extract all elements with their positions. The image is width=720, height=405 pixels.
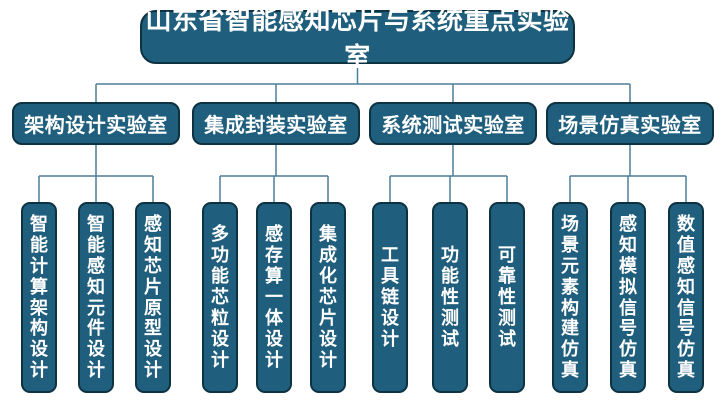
lab3-children-connector [389,145,508,202]
sub-label: 智能计算架构设计 [29,214,48,381]
sub-label: 感存算一体设计 [264,224,283,370]
sub-label: 多功能芯粒设计 [210,224,229,370]
sub-label: 数值感知信号仿真 [676,214,695,381]
lab-box-architecture-design: 架构设计实验室 [12,102,180,145]
sub-box: 功能性测试 [432,202,468,393]
sub-box: 智能计算架构设计 [21,202,57,393]
sub-box: 集成化芯片设计 [310,202,346,393]
root-lab-label: 山东省智能感知芯片与系统重点实验室 [145,5,570,72]
sub-box: 多功能芯粒设计 [202,202,238,393]
lab-label: 系统测试实验室 [381,115,525,137]
sub-box: 数值感知信号仿真 [668,202,704,393]
lab-box-scenario-simulation: 场景仿真实验室 [546,102,714,145]
lab4-children-connector [569,145,687,202]
sub-label: 智能感知元件设计 [86,214,105,381]
lab-label: 集成封装实验室 [204,115,348,137]
sub-label: 工具链设计 [380,245,399,349]
sub-box: 场景元素构建仿真 [552,202,588,393]
lab2-children-connector [219,145,329,202]
root-lab-box: 山东省智能感知芯片与系统重点实验室 [140,5,575,72]
sub-box: 感知模拟信号仿真 [610,202,646,393]
sub-box: 工具链设计 [372,202,408,393]
sub-box: 智能感知元件设计 [78,202,114,393]
lab1-children-connector [38,145,154,202]
sub-box: 感存算一体设计 [256,202,292,393]
sub-label: 集成化芯片设计 [318,224,337,370]
sub-label: 功能性测试 [440,245,459,349]
root-to-labs-connector [95,64,631,102]
sub-label: 可靠性测试 [497,245,516,349]
sub-label: 感知模拟信号仿真 [618,214,637,381]
sub-box: 感知芯片原型设计 [135,202,171,393]
sub-label: 场景元素构建仿真 [560,214,579,381]
lab-label: 场景仿真实验室 [558,115,702,137]
sub-box: 可靠性测试 [489,202,525,393]
lab-box-integration-packaging: 集成封装实验室 [192,102,360,145]
lab-label: 架构设计实验室 [24,115,168,137]
sub-label: 感知芯片原型设计 [143,214,162,381]
lab-box-system-testing: 系统测试实验室 [369,102,537,145]
